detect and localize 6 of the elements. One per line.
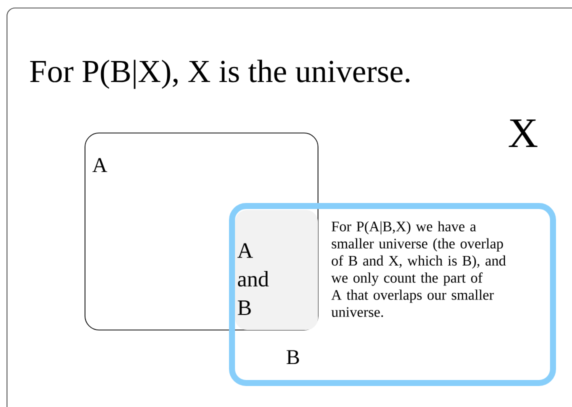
heading: For P(B|X), X is the universe. xyxy=(30,60,410,89)
set-label: A xyxy=(92,158,108,172)
set-label: X xyxy=(508,120,538,147)
explanation-text: For P(A|B,X) we have a smaller universe (the overlap of B and X, which is B), and we only count the part of A that overlaps our smaller universe. xyxy=(331,221,506,318)
overlap-label: A and B xyxy=(237,243,269,315)
set-label: B xyxy=(286,350,299,364)
